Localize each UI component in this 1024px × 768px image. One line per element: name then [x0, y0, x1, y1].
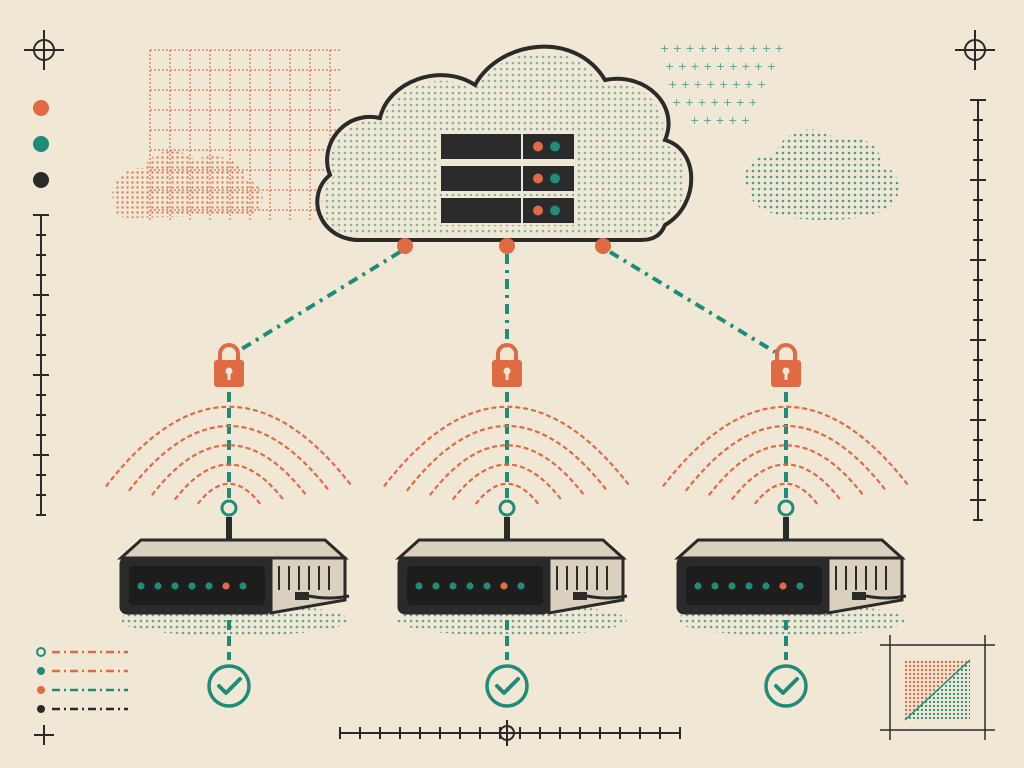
ruler-right — [970, 99, 986, 521]
wifi-waves — [662, 405, 910, 505]
svg-text:+ + + + + + + +: + + + + + + + + — [668, 78, 766, 91]
router-body — [395, 538, 628, 615]
server-led — [550, 173, 560, 184]
router-led — [432, 582, 440, 590]
check-icon — [764, 664, 808, 708]
router-led — [154, 582, 162, 590]
cloud-server — [315, 44, 694, 254]
router-led — [449, 582, 457, 590]
svg-text:+ + + + + + + + + +: + + + + + + + + + + — [660, 42, 784, 55]
router-led — [728, 582, 736, 590]
router-led — [171, 582, 179, 590]
router-cable — [308, 594, 350, 600]
ruler-bottom — [339, 720, 681, 746]
cloud-port-left — [397, 238, 413, 254]
antenna-ring — [777, 499, 795, 517]
lock-icon — [214, 343, 244, 387]
ruler-left — [33, 214, 49, 516]
router-led — [711, 582, 719, 590]
antenna-ring — [220, 499, 238, 517]
server-rack — [439, 132, 576, 225]
svg-text:+ + + + + + +: + + + + + + + — [672, 96, 758, 109]
server-led — [550, 205, 560, 216]
orange-halftone-cloud — [112, 151, 263, 218]
router-led — [796, 582, 804, 590]
server-led — [550, 141, 560, 152]
check-icon — [485, 664, 529, 708]
router-led — [415, 582, 423, 590]
antenna — [226, 517, 232, 547]
wifi-waves — [383, 405, 631, 505]
router-led — [239, 582, 247, 590]
legend-line-item — [37, 705, 128, 713]
antenna-ring — [498, 499, 516, 517]
router-led — [762, 582, 770, 590]
router-led — [517, 582, 525, 590]
router-led — [483, 582, 491, 590]
server-led — [533, 173, 543, 184]
router-led — [694, 582, 702, 590]
router-led — [500, 582, 508, 590]
router-unit — [662, 343, 910, 708]
router-cable — [586, 594, 628, 600]
legend-dots — [33, 100, 49, 188]
teal-plus-grid: + + + + + + + + + + + + + + + + + + + + … — [660, 42, 784, 127]
legend-dot — [33, 136, 49, 152]
server-led — [533, 205, 543, 216]
cloud-links — [238, 250, 777, 354]
router-led — [779, 582, 787, 590]
legend-dot — [33, 172, 49, 188]
corner-swatch — [880, 635, 995, 740]
router-led — [137, 582, 145, 590]
legend-line-item — [36, 647, 128, 657]
legend-dot — [33, 100, 49, 116]
svg-text:+ + + + + + + + +: + + + + + + + + + — [665, 60, 776, 73]
legend-line-item — [37, 667, 128, 675]
cloud-port-right — [595, 238, 611, 254]
registration-mark-top-left — [24, 30, 64, 70]
router-body — [674, 538, 907, 615]
link-right — [608, 250, 777, 354]
legend-line-item — [37, 686, 128, 694]
router-led — [188, 582, 196, 590]
router-cable — [865, 594, 907, 600]
registration-mark-top-right — [955, 30, 995, 70]
router-group — [105, 343, 910, 708]
router-led — [205, 582, 213, 590]
router-unit — [105, 343, 353, 708]
cloud-port-center — [499, 238, 515, 254]
lock-icon — [771, 343, 801, 387]
server-led — [533, 141, 543, 152]
link-left — [238, 250, 402, 352]
antenna — [783, 517, 789, 547]
router-led — [222, 582, 230, 590]
router-body — [117, 538, 350, 615]
router-led — [745, 582, 753, 590]
check-icon — [207, 664, 251, 708]
router-led — [466, 582, 474, 590]
router-unit — [383, 343, 631, 708]
wifi-waves — [105, 405, 353, 505]
svg-text:+ + + + +: + + + + + — [690, 114, 750, 127]
registration-mark-bottom-left — [34, 725, 54, 745]
lock-icon — [492, 343, 522, 387]
teal-halftone-cloud — [744, 129, 899, 220]
antenna — [504, 517, 510, 547]
legend-lines — [36, 647, 128, 713]
